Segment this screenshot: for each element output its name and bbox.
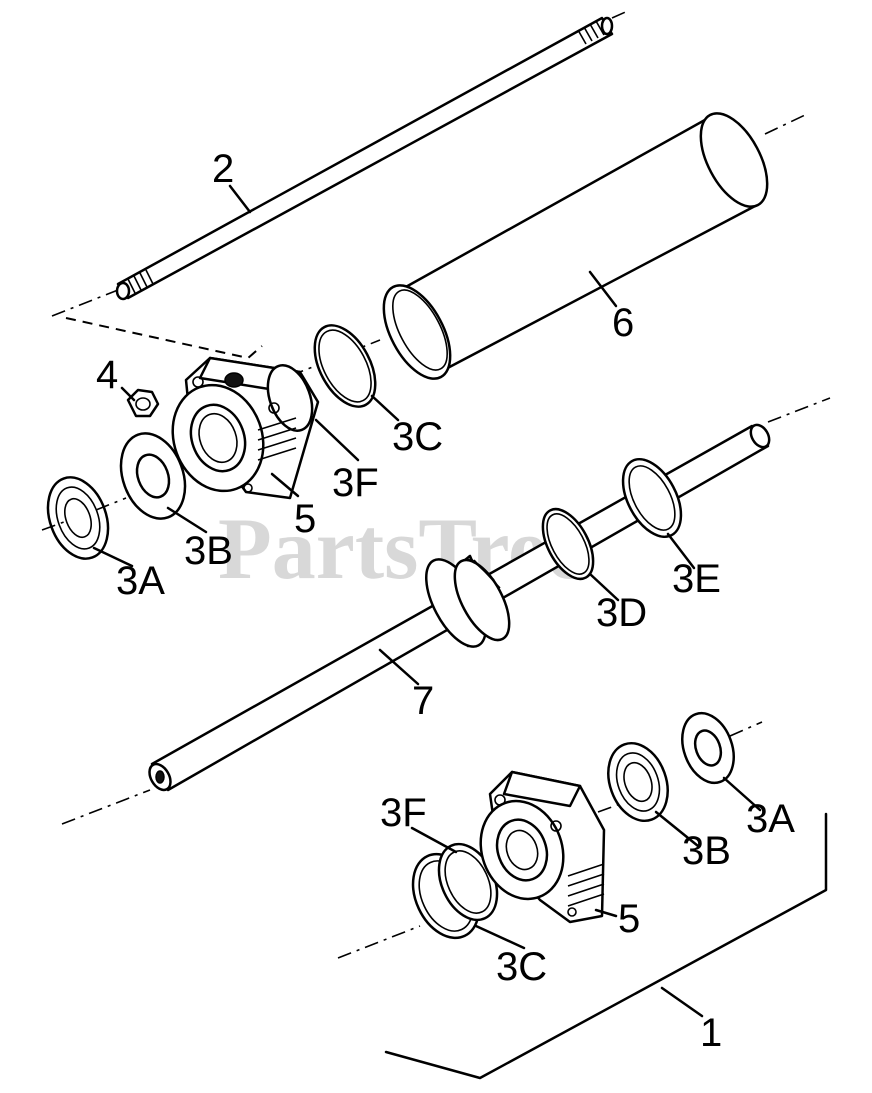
callout-3b-bottom: 3B [682, 829, 731, 873]
callout-3b-top: 3B [184, 529, 233, 573]
callout-4: 4 [96, 353, 118, 397]
callout-3c-bottom: 3C [496, 945, 547, 989]
alignment-guide [65, 317, 263, 360]
callout-3f-bottom: 3F [380, 791, 427, 835]
assembly-bracket [384, 812, 828, 1080]
seal-bottom-part [607, 741, 669, 823]
callout-3a-top: 3A [116, 559, 165, 603]
callout-3d: 3D [596, 591, 647, 635]
seal-top-part [46, 476, 110, 560]
callout-5-bottom: 5 [618, 897, 640, 941]
callout-3a-bottom: 3A [746, 797, 795, 841]
callout-6: 6 [612, 301, 634, 345]
callout-3c-top: 3C [392, 415, 443, 459]
callout-7: 7 [412, 679, 434, 723]
hex-nut-part [126, 388, 160, 418]
ring-3e-part [621, 457, 683, 539]
end-cap-top-part [171, 356, 320, 500]
o-ring-top-part [313, 324, 377, 408]
callout-1: 1 [700, 1011, 722, 1055]
washer-bottom-part [681, 711, 735, 785]
piston-rod-part [61, 397, 831, 825]
piston-ring-3d-part [541, 507, 595, 581]
tie-rod-part [51, 9, 631, 317]
leader-lines [92, 184, 762, 1018]
cylinder-tube-part [289, 112, 806, 380]
callout-3e: 3E [672, 557, 721, 601]
callout-2: 2 [212, 147, 234, 191]
callout-5-top: 5 [294, 497, 316, 541]
washer-top-part [119, 432, 187, 520]
callout-3f-top: 3F [332, 461, 379, 505]
end-cap-bottom-part [479, 770, 606, 924]
